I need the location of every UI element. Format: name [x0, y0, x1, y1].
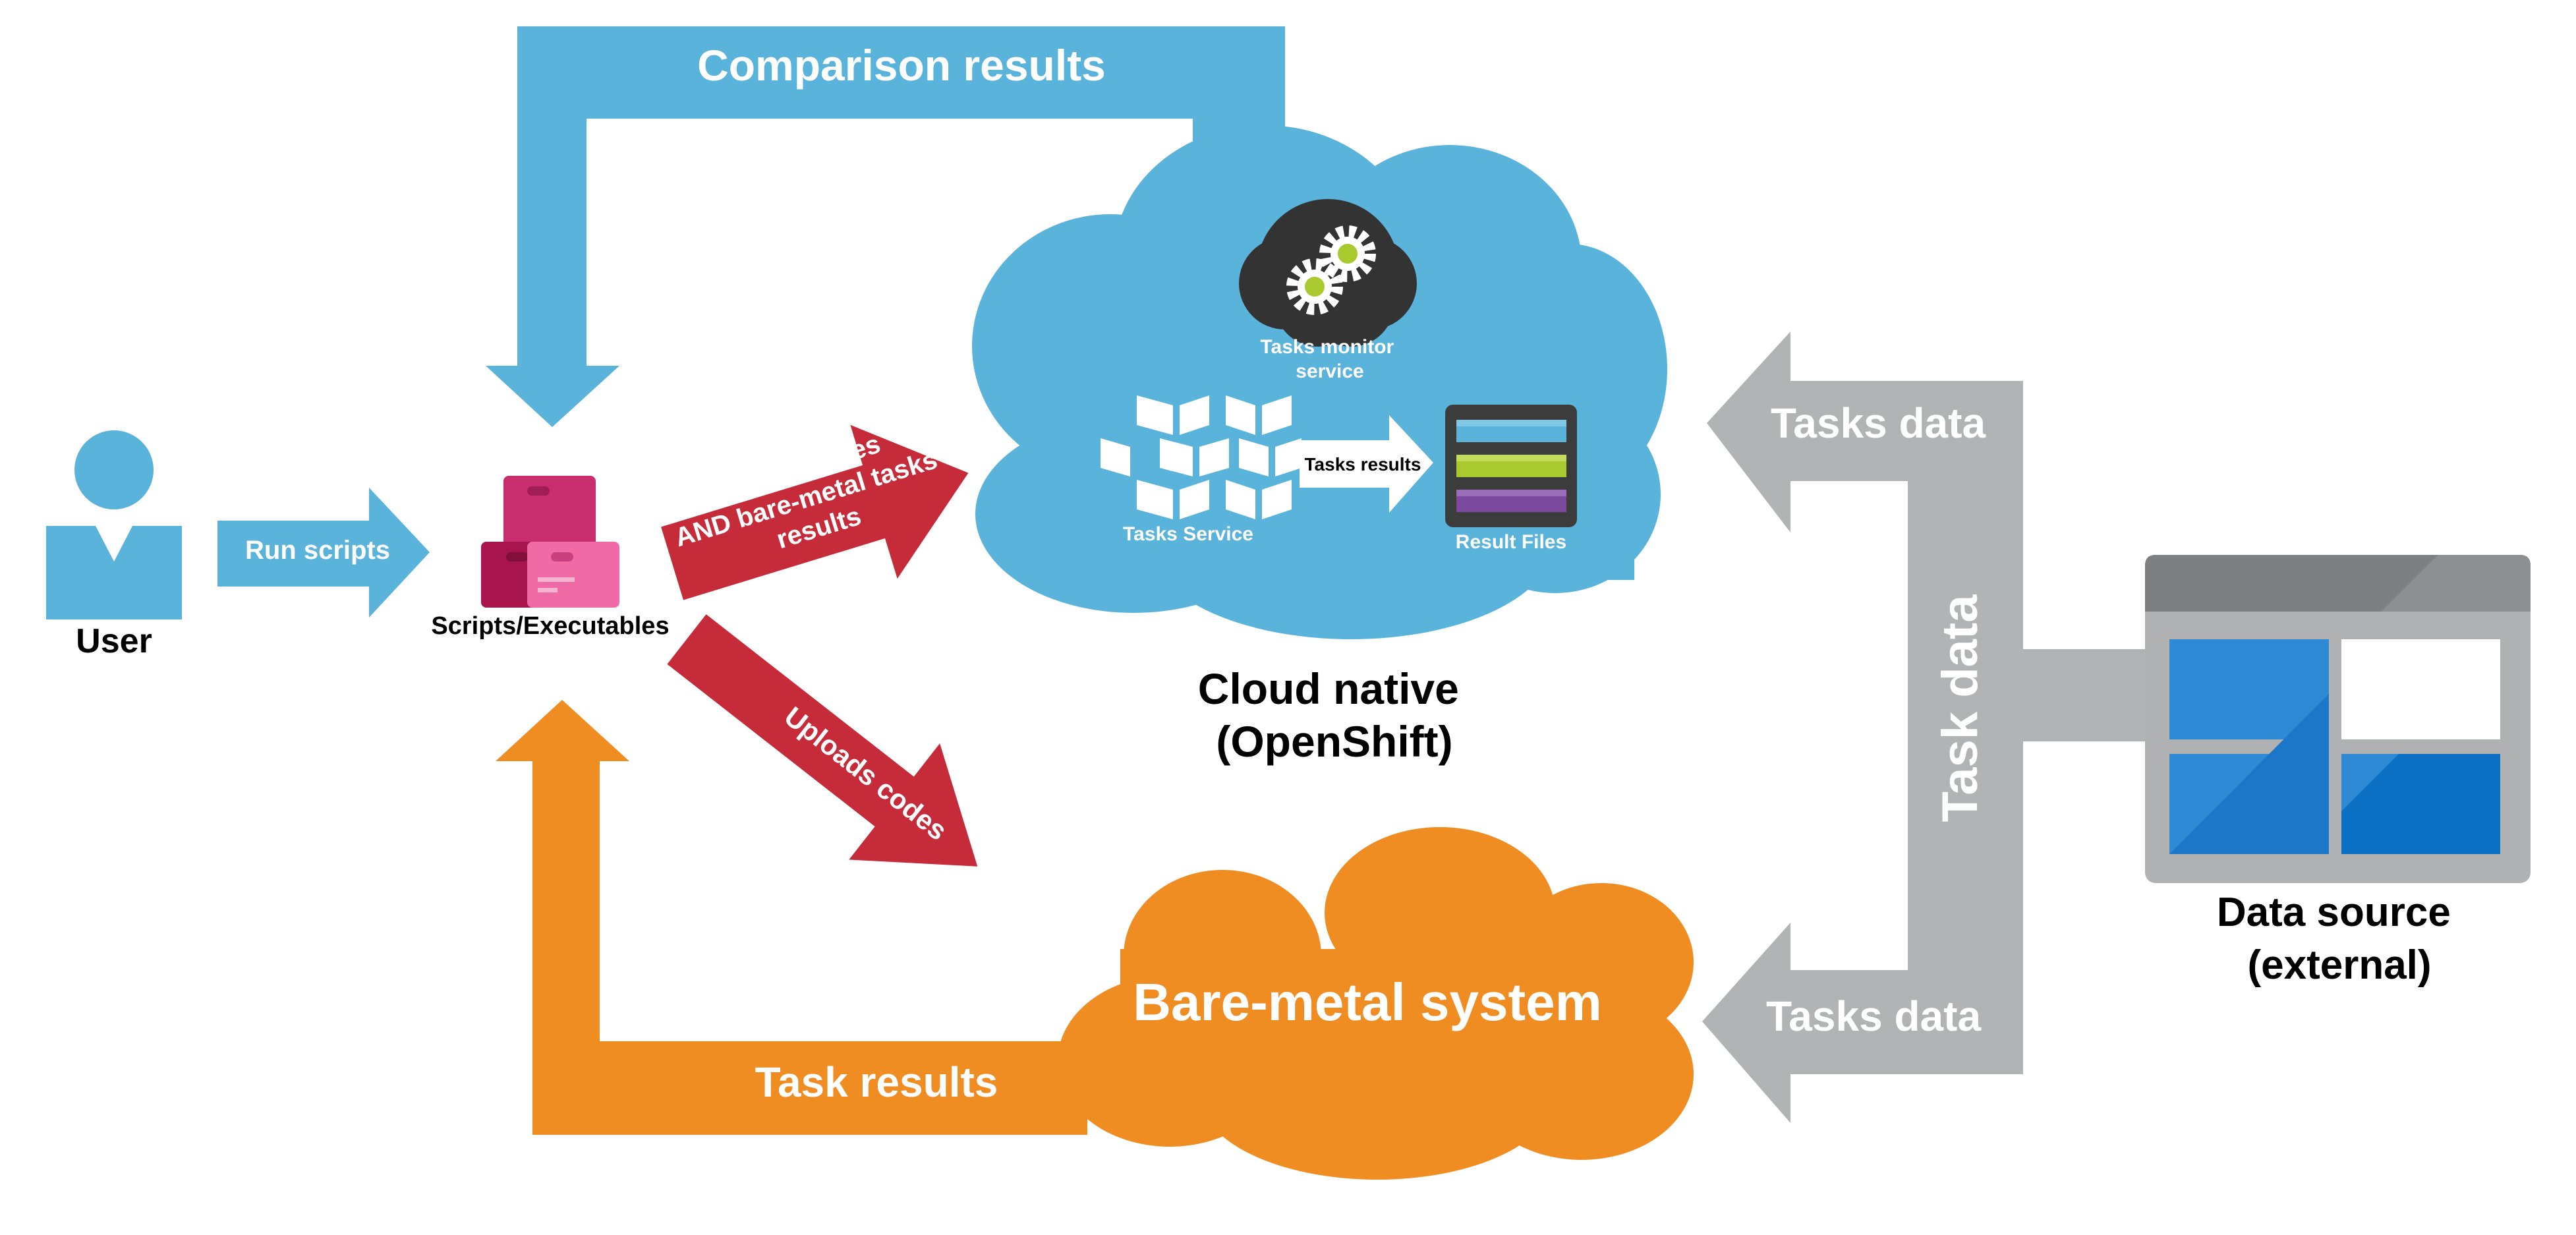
data-source-line-2: (external) — [2247, 942, 2431, 988]
tasks-monitor-line-1: Tasks monitor — [1260, 336, 1394, 358]
tasks-results-arrow — [1300, 415, 1433, 513]
upload-codes-arrow — [661, 424, 969, 600]
tasks-monitor-line-2: service — [1296, 360, 1363, 382]
boxes-icon — [481, 476, 619, 608]
scripts-label: Scripts/Executables — [431, 612, 669, 640]
tasks-service-label: Tasks Service — [1123, 523, 1253, 545]
bare-metal-label: Bare-metal system — [1133, 973, 1601, 1031]
run-scripts-label: Run scripts — [245, 536, 390, 565]
data-grid-icon — [2145, 555, 2531, 883]
gears-icon — [1239, 199, 1417, 347]
uploads-codes-arrow — [667, 614, 978, 867]
tasks-data-bottom-label: Tasks data — [1766, 992, 1982, 1040]
tasks-results-label: Tasks results — [1305, 454, 1421, 474]
cloud-caption-line-1: Cloud native — [1198, 664, 1459, 713]
data-source-label: Data source (external) — [2217, 890, 2462, 988]
tasks-data-top-label: Tasks data — [1771, 399, 1986, 447]
result-files-label: Result Files — [1456, 531, 1566, 553]
task-data-arrows — [1702, 331, 2148, 1123]
comparison-results-arrow — [486, 26, 1285, 427]
task-results-arrow — [496, 700, 1087, 1135]
comparison-results-label: Comparison results — [697, 41, 1106, 90]
run-scripts-arrow — [217, 488, 430, 618]
result-files-icon — [1445, 405, 1577, 527]
tasks-monitor-label: Tasks monitor service — [1260, 336, 1399, 382]
containers-icon — [1101, 395, 1302, 519]
bare-metal-shape — [1058, 827, 1694, 1180]
task-results-label: Task results — [755, 1058, 998, 1106]
task-data-vertical-label: Task data — [1932, 594, 1988, 822]
user-icon — [46, 430, 182, 619]
data-source-line-1: Data source — [2217, 890, 2451, 935]
cloud-native-caption: Cloud native (OpenShift) — [1198, 664, 1471, 766]
cloud-caption-line-2: (OpenShift) — [1216, 717, 1452, 766]
user-label: User — [76, 622, 152, 660]
